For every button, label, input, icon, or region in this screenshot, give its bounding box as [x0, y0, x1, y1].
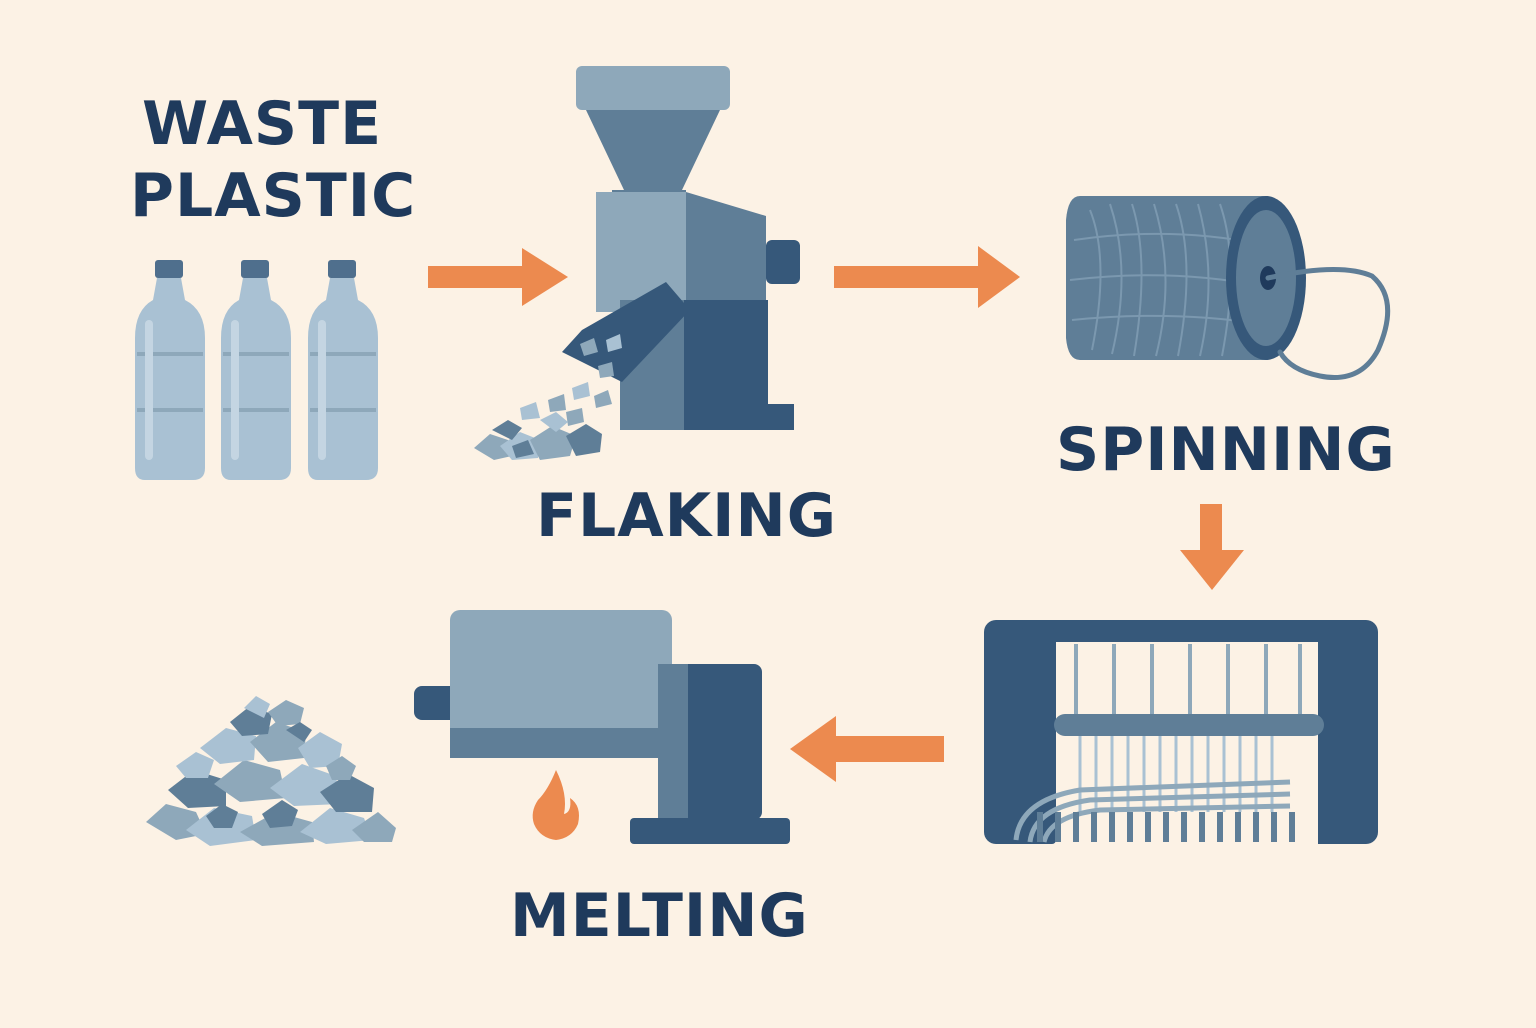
- yarn-spool-icon: [1066, 196, 1391, 380]
- melting-label: MELTING: [510, 881, 809, 951]
- arrow-left-icon: [790, 716, 944, 782]
- bottle-icon: [221, 260, 291, 480]
- flaking-label: FLAKING: [536, 481, 837, 551]
- shredder-machine-icon: [474, 66, 800, 460]
- waste-plastic-label-line2: PLASTIC: [130, 161, 417, 231]
- bottle-icon: [135, 260, 205, 480]
- arrow-right-icon: [428, 248, 568, 306]
- loom-icon: [984, 620, 1378, 844]
- waste-plastic-label: WASTE PLASTIC: [130, 88, 416, 232]
- bottles-group: [135, 260, 378, 480]
- bottle-icon: [308, 260, 378, 480]
- spinning-label: SPINNING: [1056, 415, 1396, 485]
- flame-icon: [532, 770, 579, 840]
- waste-plastic-label-line1: WASTE: [142, 89, 383, 159]
- arrow-right-icon: [834, 246, 1020, 308]
- arrow-down-icon: [1180, 504, 1244, 590]
- flake-pile-icon: [146, 696, 396, 846]
- extruder-machine-icon: [414, 610, 790, 844]
